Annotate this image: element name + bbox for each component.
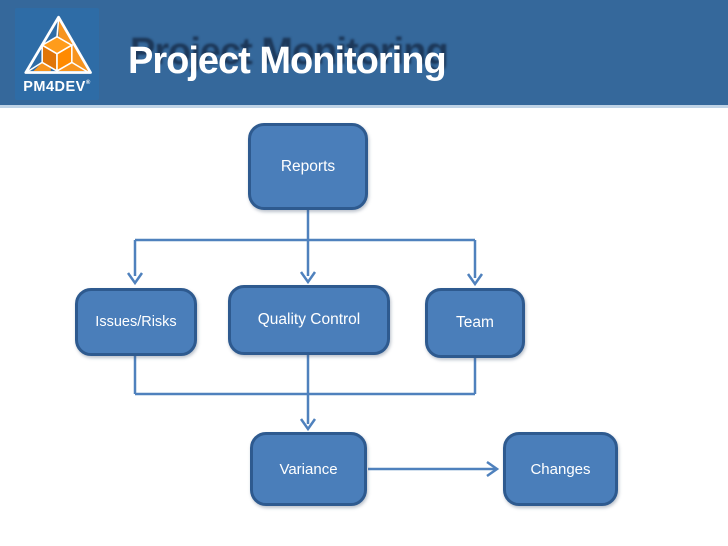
pm4dev-logo: PM4DEV® <box>15 8 99 100</box>
logo-wordmark: PM4DEV® <box>23 80 91 95</box>
logo-spoke-left <box>26 61 43 73</box>
node-issues-risks: Issues/Risks <box>75 288 197 356</box>
arrowhead-quality <box>299 271 317 285</box>
slide-title: Project Monitoring <box>128 40 447 82</box>
logo-spoke-right <box>71 61 88 73</box>
node-team: Team <box>425 288 525 358</box>
logo-text: PM4DEV <box>23 79 86 95</box>
logo-registered-mark: ® <box>85 80 91 86</box>
logo-cube-right-face <box>56 43 73 73</box>
arrowhead-changes <box>486 460 500 478</box>
arrowhead-variance <box>299 418 317 432</box>
node-changes: Changes <box>503 432 618 506</box>
arrowhead-issues <box>126 272 144 286</box>
node-variance: Variance <box>250 432 367 506</box>
logo-spoke-top <box>56 19 60 37</box>
logo-orange-sliver <box>33 53 51 71</box>
logo-triangle-outline <box>24 15 92 74</box>
node-reports: Reports <box>248 123 368 210</box>
arrowhead-team <box>466 273 484 287</box>
slide-header: PM4DEV® Project Monitoring <box>0 0 728 108</box>
pm4dev-logo-icon <box>24 15 92 74</box>
node-quality-control: Quality Control <box>228 285 390 355</box>
